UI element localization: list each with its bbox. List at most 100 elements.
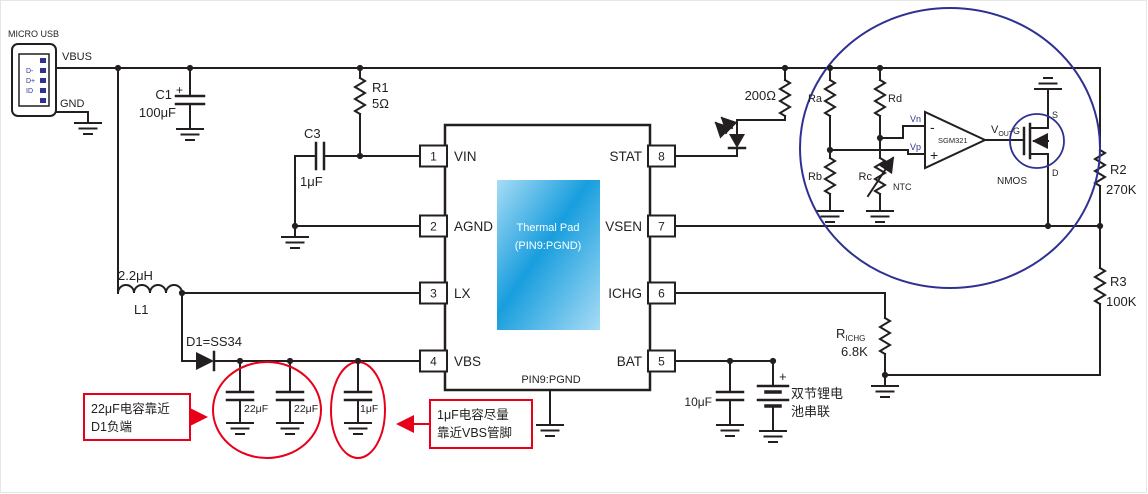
pin-number: 7	[658, 220, 665, 234]
resistors	[353, 76, 1107, 356]
rd-label: Rd	[888, 93, 902, 105]
resistor-rd	[873, 78, 887, 118]
opamp-plus: +	[930, 147, 938, 163]
diode-d1: D1=SS34	[186, 334, 242, 372]
pin-number: 3	[430, 287, 437, 301]
pin-name-stat: STAT	[610, 149, 643, 164]
r1-value: 5Ω	[372, 96, 389, 111]
highlight-circle-22uf	[212, 361, 322, 459]
r1-name: R1	[372, 80, 389, 95]
source-label: S	[1052, 110, 1058, 120]
charger-ic: Thermal Pad (PIN9:PGND) PIN9:PGND 1 2 3 …	[419, 123, 676, 392]
pin-box-6	[647, 281, 676, 305]
cout1-value: 22μF	[244, 403, 268, 415]
highlight-circle-blue	[799, 7, 1101, 289]
c1-name: C1	[155, 87, 172, 102]
usb-pin	[40, 98, 46, 103]
pin-number: 6	[658, 287, 665, 301]
ntc-arrow	[866, 156, 895, 198]
pin-number: 1	[430, 150, 437, 164]
ground-icon	[536, 413, 564, 437]
pin-name-ichg: ICHG	[608, 286, 642, 301]
vout-label: VOUT	[991, 124, 1014, 138]
usb-pin	[40, 88, 46, 93]
circuit-wires	[55, 67, 1101, 421]
usb-pin-label: ID	[26, 88, 33, 95]
resistor-ra	[823, 78, 837, 118]
pin-name-lx: LX	[454, 286, 471, 301]
gnd-label: GND	[60, 98, 85, 110]
ground-icon	[866, 199, 894, 223]
pin-number: 4	[430, 355, 437, 369]
pin-name-vsen: VSEN	[605, 219, 642, 234]
vn-label: Vn	[910, 114, 921, 124]
l1-value: 2.2μH	[118, 268, 153, 283]
ground-icon	[176, 117, 204, 141]
capacitor-c1: C1 + 100μF	[139, 83, 206, 120]
pin-box-1	[419, 144, 448, 168]
ground-icon	[759, 419, 787, 443]
led-resistor-value: 200Ω	[745, 88, 777, 103]
ground-icon	[871, 374, 899, 398]
note1-line2: D1负端	[91, 420, 132, 434]
opamp-minus: -	[930, 119, 935, 135]
battery-output: 10μF + 双节锂电 池串联	[684, 369, 843, 419]
richg-name: RICHG	[836, 326, 865, 343]
output-capacitors: 22μF 22μF 1μF	[225, 390, 378, 415]
pin-box-3	[419, 281, 448, 305]
ic-bottom-label: PIN9:PGND	[521, 374, 580, 386]
note2-line1: 1μF电容尽量	[437, 407, 509, 422]
c1-polarity: +	[176, 83, 183, 97]
r2-name: R2	[1110, 162, 1127, 177]
vp-label: Vp	[910, 142, 921, 152]
status-led: 200Ω	[714, 88, 777, 150]
junction-dots	[114, 64, 1104, 379]
usb-pin	[40, 68, 46, 73]
cout2-value: 22μF	[294, 403, 318, 415]
pin-box-7	[647, 214, 676, 238]
pin-name-vin: VIN	[454, 149, 477, 164]
pin-box-4	[419, 349, 448, 373]
battery-label-line2: 池串联	[791, 404, 830, 419]
drain-label: D	[1052, 168, 1059, 178]
cbat-value: 10μF	[684, 395, 712, 409]
opamp-part-number: SGM321	[938, 136, 968, 145]
battery-label-line1: 双节锂电	[791, 386, 843, 401]
inductor-l1-labels: 2.2μH L1	[118, 268, 153, 317]
capacitor-c3: C3 1μF	[300, 126, 326, 189]
ntc-label: NTC	[893, 182, 912, 192]
ground-icon-flipped	[1034, 77, 1062, 101]
r3-name: R3	[1110, 274, 1127, 289]
usb-pin	[40, 78, 46, 83]
ra-label: Ra	[808, 93, 823, 105]
resistor-r2	[1093, 148, 1107, 188]
pin-number: 5	[658, 355, 665, 369]
richg-value: 6.8K	[841, 344, 868, 359]
c3-value: 1μF	[300, 174, 323, 189]
pin-name-bat: BAT	[617, 354, 642, 369]
resistor-r1-labels: R1 5Ω	[372, 80, 389, 111]
micro-usb-connector: D- D+ ID MICRO USB VBUS GND	[8, 29, 92, 117]
pin-number: 8	[658, 150, 665, 164]
usb-pin	[40, 58, 46, 63]
resistor-r3	[1093, 266, 1107, 306]
pin-name-vbs: VBS	[454, 354, 481, 369]
pin-box-5	[647, 349, 676, 373]
resistor-rb	[823, 156, 837, 196]
feedback-labels: R2 270K R3 100K RICHG 6.8K	[836, 162, 1137, 359]
red-annotations: 22μF电容靠近 D1负端 1μF电容尽量 靠近VBS管脚	[83, 361, 533, 459]
gate-label: G	[1013, 126, 1020, 136]
note1-line1: 22μF电容靠近	[91, 401, 170, 416]
nmos-label: NMOS	[997, 176, 1027, 187]
thermal-pad-line2: (PIN9:PGND)	[515, 240, 582, 252]
usb-pin-label: D+	[26, 78, 35, 85]
ground-icon	[276, 411, 304, 435]
rb-label: Rb	[808, 171, 822, 183]
ground-icon	[74, 111, 102, 135]
ground-icon	[716, 413, 744, 437]
resistor-200ohm	[778, 78, 792, 118]
r2-value: 270K	[1106, 182, 1137, 197]
vbus-label: VBUS	[62, 51, 92, 63]
